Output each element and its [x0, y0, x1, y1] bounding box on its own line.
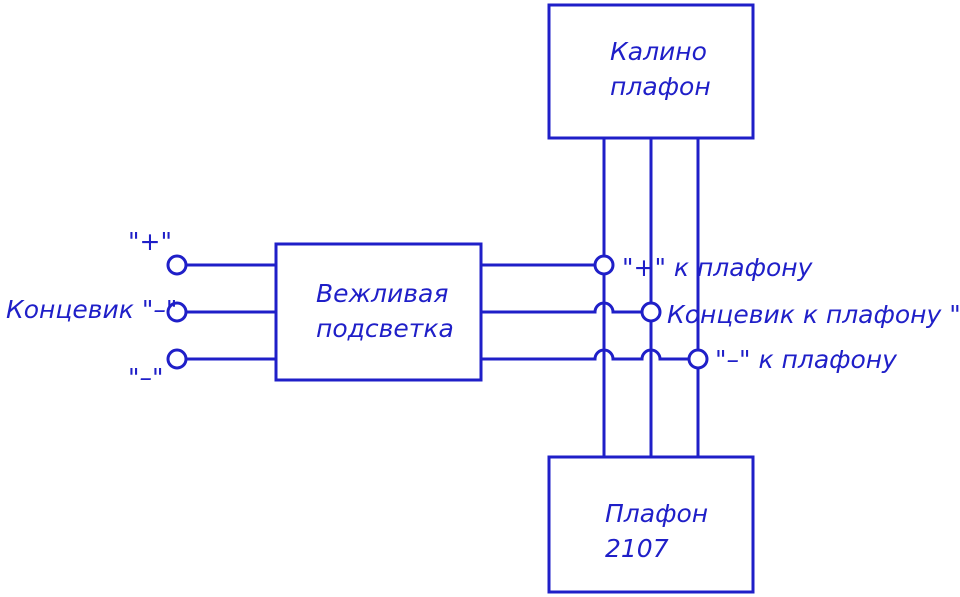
input-label-limit-switch: Концевик "–" [6, 295, 177, 324]
kalina-plafon-label-line2: плафон [610, 72, 711, 101]
output-wire-limit-switch [481, 301, 642, 314]
input-terminal-plus [166, 254, 188, 276]
plafon-2107-label-line2: 2107 [605, 534, 669, 563]
kalina-plafon-label-line1: Калино [610, 37, 707, 66]
plafon-2107-label-line1: Плафон [605, 499, 708, 528]
output-terminal-limit-switch [640, 301, 662, 323]
output-terminal-minus [687, 348, 709, 370]
input-terminal-limit-switch [166, 301, 188, 323]
output-label-plus: "+" к плафону [622, 253, 814, 282]
courtesy-light-label-line1: Вежливая [316, 279, 448, 308]
output-label-limit-switch: Концевик к плафону "–" [667, 300, 960, 329]
input-terminal-minus [166, 348, 188, 370]
plafon-2107-block [547, 455, 755, 594]
input-label-minus: "–" [128, 363, 164, 392]
courtesy-light-label-line2: подсветка [316, 314, 454, 343]
input-label-plus: "+" [128, 227, 172, 256]
kalina-plafon-block [547, 3, 755, 140]
output-wire-minus [481, 348, 689, 361]
output-label-minus: "–" к плафону [715, 345, 898, 374]
courtesy-light-block [274, 242, 483, 382]
output-terminal-plus [593, 254, 615, 276]
